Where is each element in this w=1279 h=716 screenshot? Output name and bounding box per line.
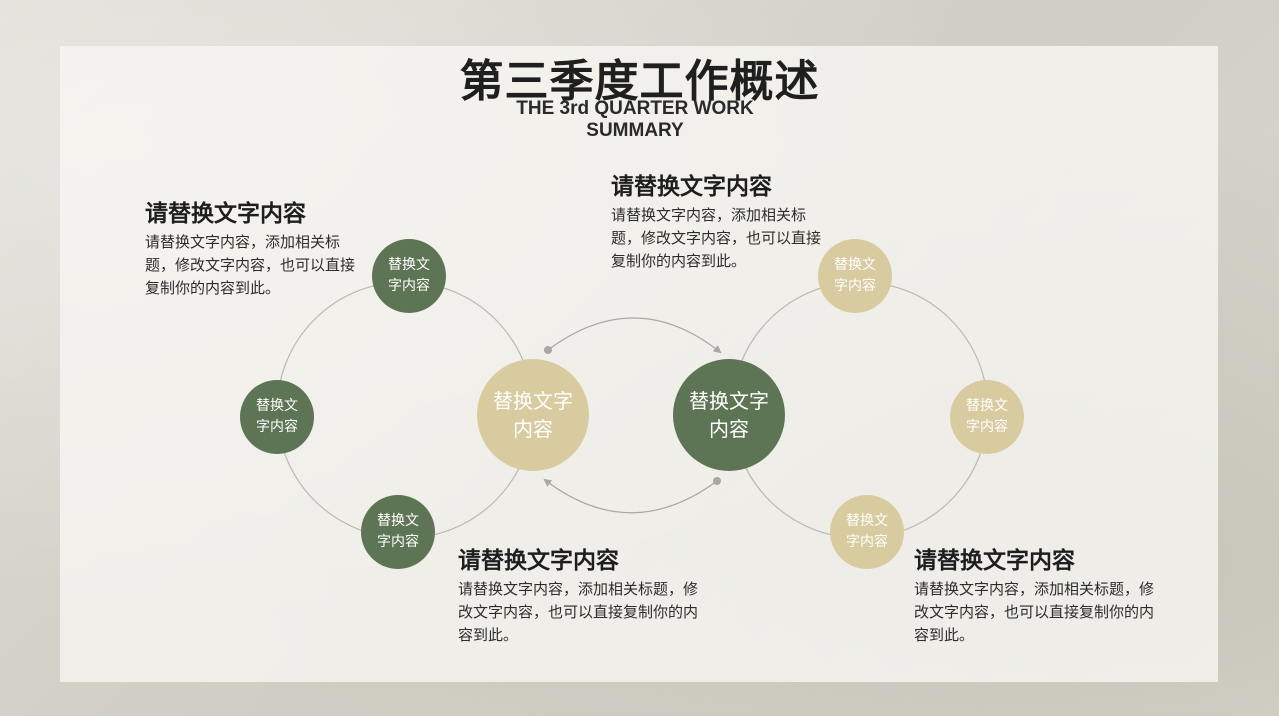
right-right-node: 替换文字内容 bbox=[950, 380, 1024, 454]
text-block-bottom-right: 请替换文字内容 请替换文字内容，添加相关标题，修改文字内容，也可以直接复制你的内… bbox=[914, 546, 1159, 647]
text-block-heading: 请替换文字内容 bbox=[145, 201, 306, 227]
left-center-node-label: 替换文字内容 bbox=[493, 389, 573, 441]
right-bottom-node-label: 替换文字内容 bbox=[846, 513, 888, 550]
content-panel bbox=[60, 46, 1218, 682]
text-block-bottom-middle: 请替换文字内容 请替换文字内容，添加相关标题，修改文字内容，也可以直接复制你的内… bbox=[458, 546, 703, 647]
text-block-body: 请替换文字内容，添加相关标题，修改文字内容，也可以直接复制你的内容到此。 bbox=[145, 233, 356, 297]
right-top-node-label: 替换文字内容 bbox=[834, 257, 876, 294]
text-block-body: 请替换文字内容，添加相关标题，修改文字内容，也可以直接复制你的内容到此。 bbox=[611, 206, 822, 270]
bottom-connector-dot bbox=[713, 477, 721, 485]
right-top-node: 替换文字内容 bbox=[818, 239, 892, 313]
text-block-body: 请替换文字内容，添加相关标题，修改文字内容，也可以直接复制你的内容到此。 bbox=[458, 580, 699, 644]
text-block-heading: 请替换文字内容 bbox=[914, 548, 1075, 574]
right-right-node-label: 替换文字内容 bbox=[966, 398, 1008, 435]
text-block-heading: 请替换文字内容 bbox=[611, 174, 772, 200]
text-block-top-right: 请替换文字内容 请替换文字内容，添加相关标题，修改文字内容，也可以直接复制你的内… bbox=[611, 172, 825, 273]
top-connector-arrow bbox=[547, 317, 722, 354]
left-center-node: 替换文字内容 bbox=[477, 359, 589, 471]
right-center-node: 替换文字内容 bbox=[673, 359, 785, 471]
text-block-body: 请替换文字内容，添加相关标题，修改文字内容，也可以直接复制你的内容到此。 bbox=[914, 580, 1155, 644]
page-title: 第三季度工作概述 bbox=[459, 56, 820, 107]
left-bottom-node: 替换文字内容 bbox=[361, 495, 435, 569]
right-center-node-label: 替换文字内容 bbox=[689, 389, 769, 441]
text-block-heading: 请替换文字内容 bbox=[458, 548, 619, 574]
top-connector-dot bbox=[544, 346, 552, 354]
page-subtitle: THE 3rd QUARTER WORK SUMMARY bbox=[516, 98, 754, 141]
left-bottom-node-label: 替换文字内容 bbox=[377, 513, 419, 550]
bottom-connector-arrow bbox=[543, 478, 718, 514]
left-top-node: 替换文字内容 bbox=[372, 239, 446, 313]
left-left-node: 替换文字内容 bbox=[240, 380, 314, 454]
left-top-node-label: 替换文字内容 bbox=[388, 257, 430, 294]
right-bottom-node: 替换文字内容 bbox=[830, 495, 904, 569]
left-left-node-label: 替换文字内容 bbox=[256, 398, 298, 435]
text-block-top-left: 请替换文字内容 请替换文字内容，添加相关标题，修改文字内容，也可以直接复制你的内… bbox=[145, 199, 357, 300]
